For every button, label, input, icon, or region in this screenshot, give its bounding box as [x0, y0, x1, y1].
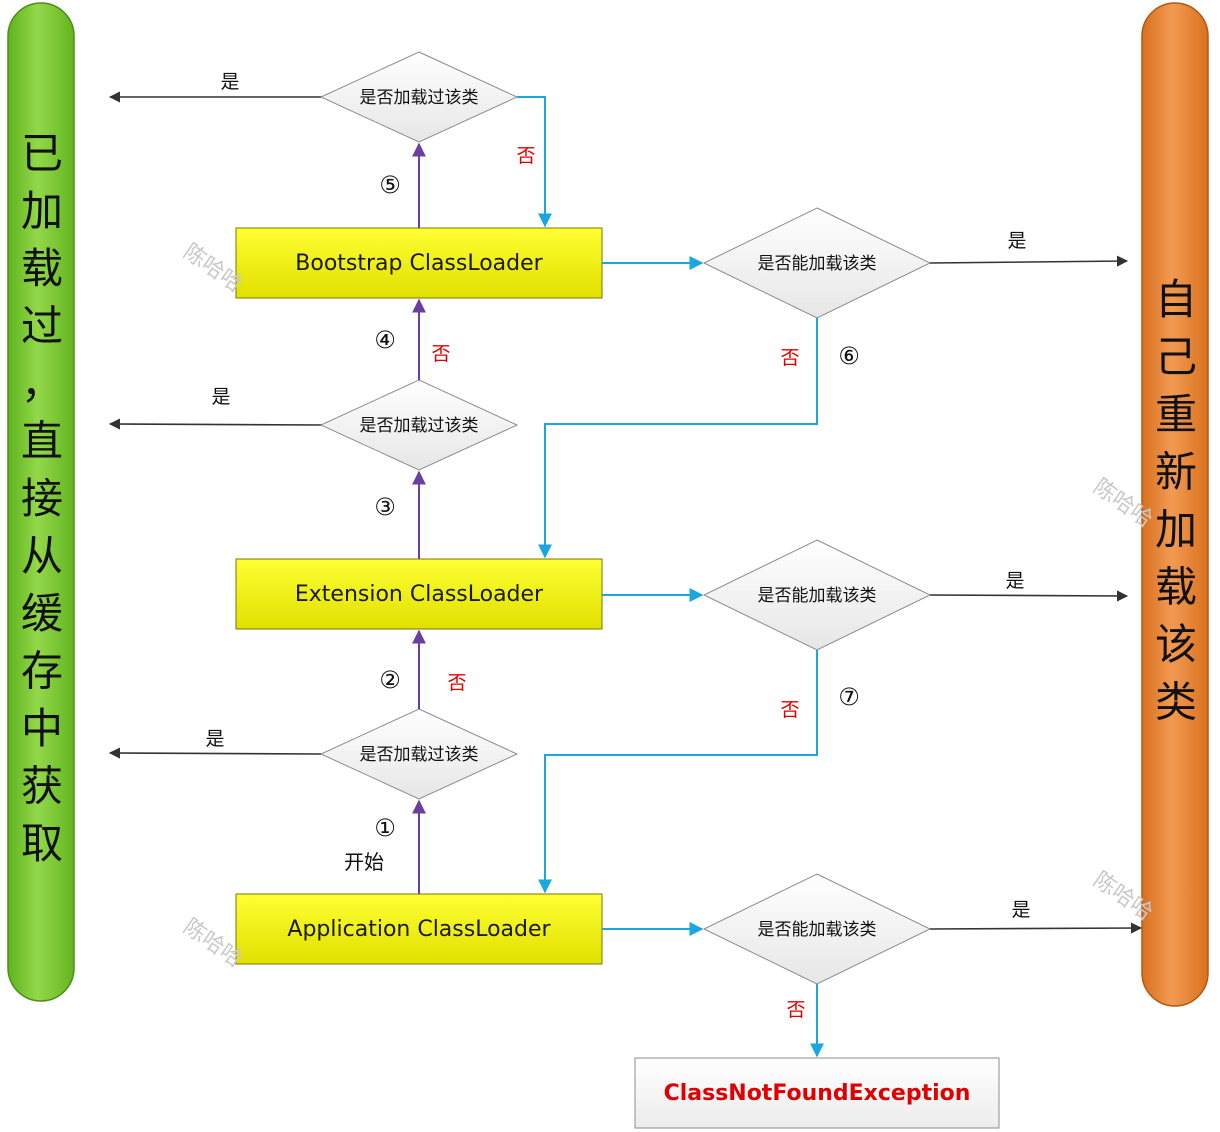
- arrow-bottom-check-yes-to-cache: [108, 747, 322, 759]
- step-2-label: ②: [379, 666, 401, 694]
- step-3-label: ③: [374, 493, 396, 521]
- self-load-pillar-shape: [1141, 2, 1209, 1007]
- yes-label: 是: [1011, 899, 1030, 921]
- extension-classloader-label: Extension ClassLoader: [295, 582, 544, 607]
- no-label: 否: [516, 145, 535, 167]
- no-label: 否: [447, 672, 466, 694]
- can-load-check-diamond-extension: 是否能加载该类: [702, 539, 932, 651]
- class-not-found-exception-label: ClassNotFoundException: [664, 1081, 971, 1106]
- arrow-middle-check-yes-to-cache: [108, 418, 322, 430]
- arrow-application-can-load-yes: [929, 922, 1143, 934]
- bootstrap-classloader-box: Bootstrap ClassLoader: [235, 227, 603, 299]
- self-load-pillar-label: 自己重新加载该类: [1155, 275, 1197, 727]
- yes-label: 是: [220, 71, 239, 93]
- start-label: 开始: [344, 850, 384, 874]
- yes-label: 是: [1007, 230, 1026, 252]
- bootstrap-classloader-label: Bootstrap ClassLoader: [295, 251, 543, 276]
- load-arrows: [517, 96, 824, 1058]
- loaded-check-label: 是否加载过该类: [360, 745, 479, 765]
- yes-label: 是: [1005, 570, 1024, 592]
- no-label: 否: [786, 999, 805, 1021]
- arrow-bootstrap-cannot-to-extension: [538, 318, 818, 559]
- extension-classloader-box: Extension ClassLoader: [235, 558, 603, 630]
- yes-label: 是: [211, 386, 230, 408]
- arrow-bootstrap-can-load-yes: [929, 255, 1129, 267]
- loaded-check-diamond-middle: 是否加载过该类: [319, 379, 519, 471]
- application-classloader-box: Application ClassLoader: [235, 893, 603, 965]
- can-load-check-label: 是否能加载该类: [758, 254, 877, 274]
- loaded-check-diamond-bottom: 是否加载过该类: [319, 708, 519, 800]
- no-label: 否: [780, 347, 799, 369]
- loaded-check-diamond-top: 是否加载过该类: [319, 51, 519, 143]
- no-label: 否: [431, 343, 450, 365]
- cache-hit-pillar-text: 已加载过，直接从缓存中获取: [21, 129, 63, 868]
- cache-hit-pillar-label: 已加载过，直接从缓存中获取: [21, 129, 63, 868]
- result-arrows: [108, 91, 1143, 934]
- can-load-check-diamond-application: 是否能加载该类: [702, 873, 932, 985]
- class-not-found-exception-box: ClassNotFoundException: [634, 1057, 1000, 1129]
- self-load-pillar: 自己重新加载该类: [1141, 2, 1209, 1007]
- can-load-check-diamond-bootstrap: 是否能加载该类: [702, 207, 932, 319]
- loaded-check-label: 是否加载过该类: [360, 416, 479, 436]
- loaded-check-label: 是否加载过该类: [360, 88, 479, 108]
- step-1-label: ①: [374, 814, 396, 842]
- application-classloader-label: Application ClassLoader: [287, 917, 551, 942]
- step-4-label: ④: [374, 326, 396, 354]
- can-load-check-label: 是否能加载该类: [758, 586, 877, 606]
- step-6-label: ⑥: [838, 342, 860, 370]
- self-load-pillar-text: 自己重新加载该类: [1155, 275, 1197, 727]
- no-label: 否: [780, 699, 799, 721]
- arrow-extension-cannot-to-application: [538, 650, 818, 894]
- yes-label: 是: [205, 728, 224, 750]
- cache-hit-pillar: 已加载过，直接从缓存中获取: [7, 2, 75, 1002]
- cache-hit-pillar-shape: [7, 2, 75, 1002]
- step-5-label: ⑤: [379, 171, 401, 199]
- step-7-label: ⑦: [838, 683, 860, 711]
- can-load-check-label: 是否能加载该类: [758, 920, 877, 940]
- arrow-extension-can-load-yes: [929, 590, 1129, 602]
- arrow-top-check-no-to-bootstrap: [517, 96, 552, 228]
